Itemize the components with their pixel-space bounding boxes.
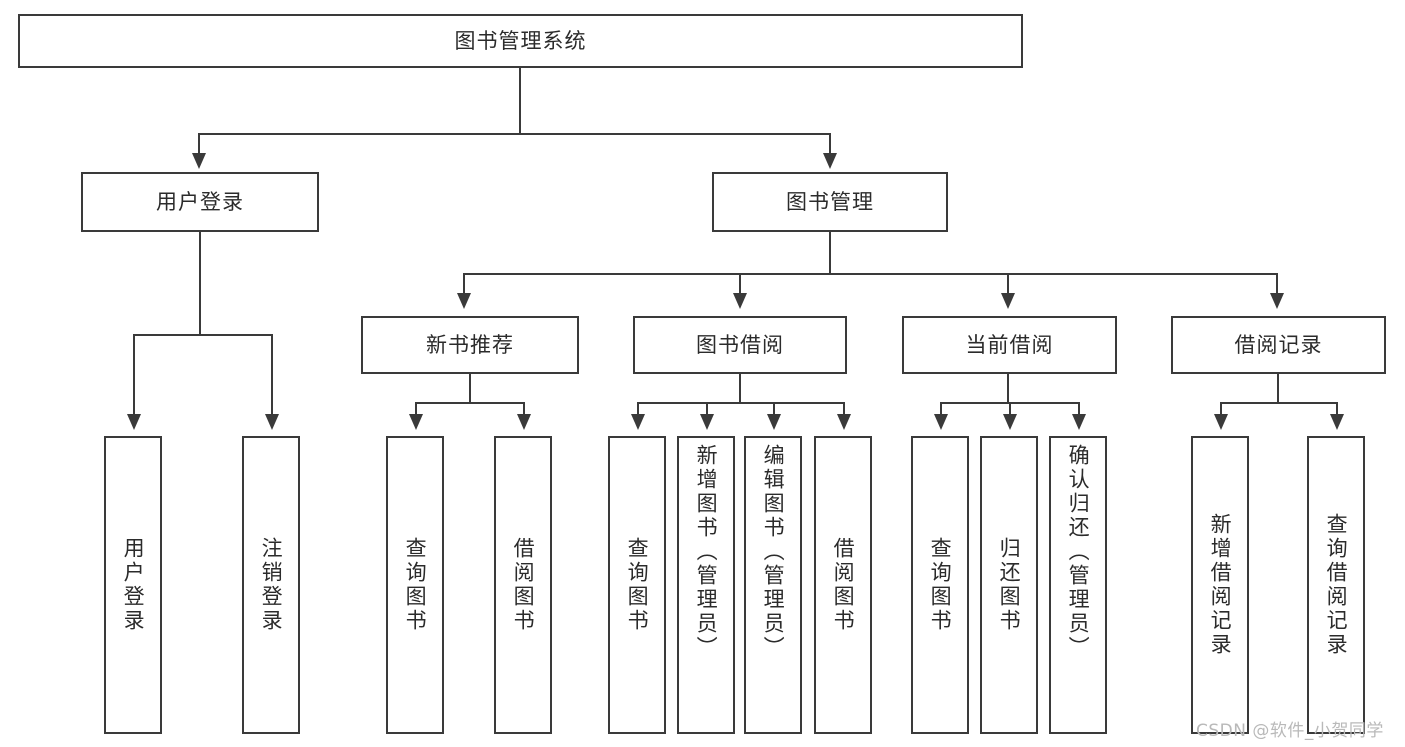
arrowhead-user-login-to-leaf-1 xyxy=(127,414,141,430)
leaf-query-book-current[interactable]: 查询图书 xyxy=(911,436,969,734)
node-label: 查询图书 xyxy=(625,537,650,633)
leaf-borrow-book-recommend[interactable]: 借阅图书 xyxy=(494,436,552,734)
node-label: 借阅记录 xyxy=(1234,332,1323,357)
node-label: 新增图书（管理员） xyxy=(694,444,719,660)
arrowhead-root-to-book-management xyxy=(823,153,837,169)
node-label: 查询图书 xyxy=(403,537,428,633)
arrowhead-br-to-leaf-2 xyxy=(1330,414,1344,430)
connector-bm-to-new-book xyxy=(463,273,465,295)
leaf-user-login[interactable]: 用户登录 xyxy=(104,436,162,734)
arrowhead-bm-to-book-borrow xyxy=(733,293,747,309)
connector-user-login-stem xyxy=(199,232,201,335)
connector-br-to-leaf-2 xyxy=(1336,402,1338,416)
connector-user-login-to-leaf-2 xyxy=(271,334,273,416)
node-label: 图书管理 xyxy=(786,189,874,214)
node-label: 借阅图书 xyxy=(511,537,536,633)
node-book-management[interactable]: 图书管理 xyxy=(712,172,948,232)
leaf-query-book-recommend[interactable]: 查询图书 xyxy=(386,436,444,734)
arrowhead-cb-to-leaf-3 xyxy=(1072,414,1086,430)
leaf-borrow-book[interactable]: 借阅图书 xyxy=(814,436,872,734)
arrowhead-bm-to-current-borrow xyxy=(1001,293,1015,309)
node-label: 编辑图书（管理员） xyxy=(761,444,786,660)
connector-new-book-to-leaf-2 xyxy=(523,402,525,416)
leaf-confirm-return-admin[interactable]: 确认归还（管理员） xyxy=(1049,436,1107,734)
csdn-watermark: CSDN @软件_小贺同学 xyxy=(1196,721,1384,741)
connector-root-to-user-login xyxy=(198,133,200,155)
connector-bb-to-leaf-3 xyxy=(773,402,775,416)
arrowhead-user-login-to-leaf-2 xyxy=(265,414,279,430)
connector-root-bus xyxy=(198,133,831,135)
connector-borrow-record-bus xyxy=(1220,402,1338,404)
leaf-add-book-admin[interactable]: 新增图书（管理员） xyxy=(677,436,735,734)
connector-br-to-leaf-1 xyxy=(1220,402,1222,416)
connector-bb-to-leaf-2 xyxy=(706,402,708,416)
node-label: 查询借阅记录 xyxy=(1324,513,1349,657)
connector-cb-to-leaf-3 xyxy=(1078,402,1080,416)
connector-book-borrow-bus xyxy=(637,402,845,404)
leaf-logout[interactable]: 注销登录 xyxy=(242,436,300,734)
arrowhead-cb-to-leaf-2 xyxy=(1003,414,1017,430)
connector-user-login-to-leaf-1 xyxy=(133,334,135,416)
arrowhead-bb-to-leaf-4 xyxy=(837,414,851,430)
node-new-book-recommend[interactable]: 新书推荐 xyxy=(361,316,579,374)
connector-bm-to-book-borrow xyxy=(739,273,741,295)
node-label: 归还图书 xyxy=(997,537,1022,633)
leaf-query-book-borrow[interactable]: 查询图书 xyxy=(608,436,666,734)
node-label: 新增借阅记录 xyxy=(1208,513,1233,657)
leaf-add-borrow-record[interactable]: 新增借阅记录 xyxy=(1191,436,1249,734)
connector-cb-to-leaf-1 xyxy=(940,402,942,416)
node-label: 用户登录 xyxy=(121,537,146,633)
arrowhead-root-to-user-login xyxy=(192,153,206,169)
leaf-edit-book-admin[interactable]: 编辑图书（管理员） xyxy=(744,436,802,734)
node-book-borrow[interactable]: 图书借阅 xyxy=(633,316,847,374)
node-current-borrow[interactable]: 当前借阅 xyxy=(902,316,1117,374)
connector-bb-to-leaf-4 xyxy=(843,402,845,416)
leaf-query-borrow-record[interactable]: 查询借阅记录 xyxy=(1307,436,1365,734)
arrowhead-new-book-to-leaf-2 xyxy=(517,414,531,430)
arrowhead-bm-to-new-book xyxy=(457,293,471,309)
node-label: 查询图书 xyxy=(928,537,953,633)
node-label: 新书推荐 xyxy=(426,332,514,357)
node-user-login[interactable]: 用户登录 xyxy=(81,172,319,232)
node-root-book-management-system[interactable]: 图书管理系统 xyxy=(18,14,1023,68)
arrowhead-bb-to-leaf-2 xyxy=(700,414,714,430)
node-label: 确认归还（管理员） xyxy=(1066,444,1091,660)
arrowhead-bb-to-leaf-1 xyxy=(631,414,645,430)
node-label: 图书借阅 xyxy=(696,332,784,357)
connector-current-borrow-stem xyxy=(1007,374,1009,403)
node-label: 注销登录 xyxy=(259,537,284,633)
connector-new-book-bus xyxy=(415,402,525,404)
arrowhead-new-book-to-leaf-1 xyxy=(409,414,423,430)
connector-cb-to-leaf-2 xyxy=(1009,402,1011,416)
connector-new-book-to-leaf-1 xyxy=(415,402,417,416)
node-label: 图书管理系统 xyxy=(454,28,587,53)
connector-bb-to-leaf-1 xyxy=(637,402,639,416)
connector-root-to-book-management xyxy=(829,133,831,155)
connector-user-login-bus xyxy=(133,334,272,336)
arrowhead-br-to-leaf-1 xyxy=(1214,414,1228,430)
connector-book-management-stem xyxy=(829,232,831,274)
connector-root-stem xyxy=(519,68,521,134)
node-label: 当前借阅 xyxy=(965,332,1054,357)
leaf-return-book[interactable]: 归还图书 xyxy=(980,436,1038,734)
node-borrow-record[interactable]: 借阅记录 xyxy=(1171,316,1386,374)
connector-new-book-stem xyxy=(469,374,471,403)
connector-bm-to-borrow-record xyxy=(1276,273,1278,295)
connector-book-borrow-stem xyxy=(739,374,741,403)
connector-book-management-bus xyxy=(463,273,1276,275)
arrowhead-bm-to-borrow-record xyxy=(1270,293,1284,309)
arrowhead-bb-to-leaf-3 xyxy=(767,414,781,430)
node-label: 借阅图书 xyxy=(831,537,856,633)
connector-bm-to-current-borrow xyxy=(1007,273,1009,295)
arrowhead-cb-to-leaf-1 xyxy=(934,414,948,430)
node-label: 用户登录 xyxy=(156,189,244,214)
connector-borrow-record-stem xyxy=(1277,374,1279,403)
